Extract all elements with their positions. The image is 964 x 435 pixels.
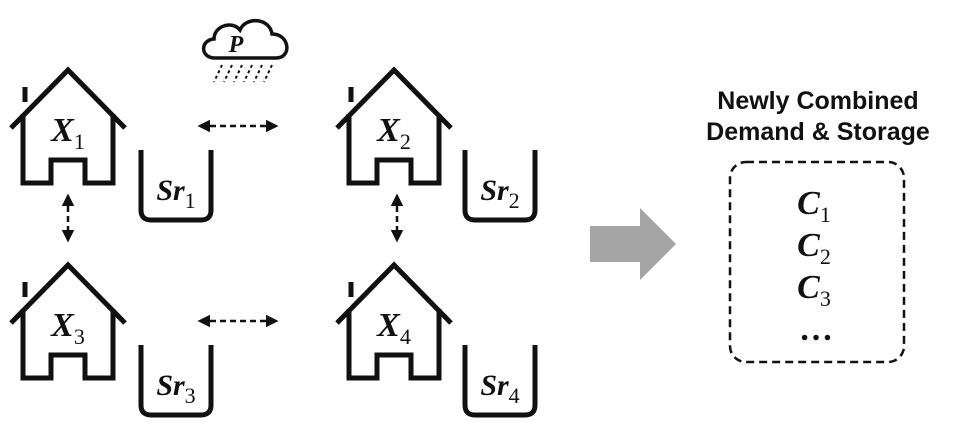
house-4: X4 (335, 261, 453, 381)
house-4-label: X4 (376, 307, 411, 349)
precipitation-label: P (228, 32, 244, 58)
combined-item-2: C2 (797, 227, 831, 269)
house-1-label: X1 (50, 112, 85, 154)
storage-3-label: Sr3 (156, 369, 195, 408)
house-3-label: X3 (50, 307, 85, 349)
combined-title-line-2: Demand & Storage (706, 118, 930, 146)
storage-tank-1: Sr1 (138, 150, 214, 223)
house-2-label: X2 (376, 112, 411, 154)
combined-box (728, 160, 906, 364)
combined-ellipsis: … (799, 311, 833, 348)
storage-tank-4: Sr4 (462, 345, 538, 418)
storage-4-label: Sr4 (480, 369, 519, 408)
storage-tank-2: Sr2 (462, 150, 538, 223)
storage-2-label: Sr2 (480, 174, 519, 213)
combined-item-3: C3 (797, 269, 831, 311)
house-2: X2 (335, 66, 453, 186)
storage-1-label: Sr1 (156, 174, 195, 213)
combined-item-1: C1 (797, 185, 831, 227)
rain-cloud-icon: P (201, 19, 289, 83)
transform-arrow-icon (590, 208, 676, 280)
storage-tank-3: Sr3 (138, 345, 214, 418)
house-1: X1 (9, 66, 127, 186)
house-3: X3 (9, 261, 127, 381)
combined-title-line-1: Newly Combined (717, 87, 918, 115)
